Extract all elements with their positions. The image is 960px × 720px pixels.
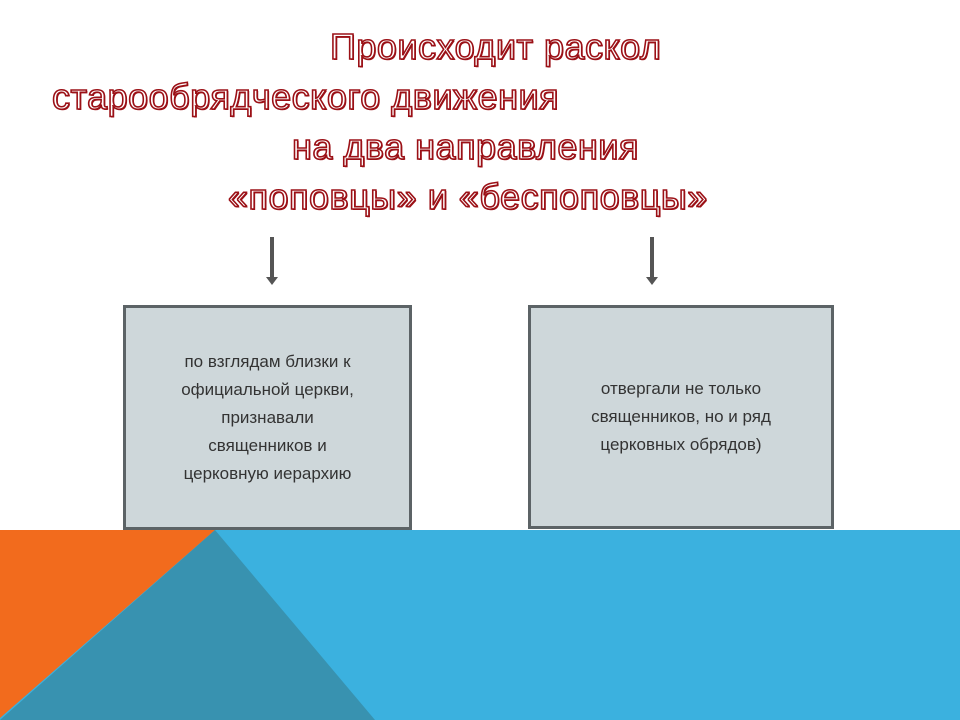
arrow-down-icon bbox=[266, 237, 278, 285]
box-text: отвергали не только bbox=[600, 379, 762, 398]
title-line-1: Происходит раскол bbox=[329, 25, 662, 68]
orange-triangle bbox=[0, 530, 215, 718]
box-text: священников и bbox=[208, 435, 327, 455]
box-text: священников, но и ряд bbox=[591, 407, 771, 426]
box-text: церковных обрядов) bbox=[600, 435, 762, 454]
title-line-4: «поповцы» и «беспоповцы» bbox=[227, 175, 708, 218]
box-text: признавали bbox=[221, 407, 314, 427]
title-line-3: на два направления bbox=[291, 125, 639, 168]
box-text: церковную иерархию bbox=[183, 463, 352, 483]
teal-triangle bbox=[0, 530, 375, 720]
box-text: по взглядам близки к bbox=[184, 351, 351, 371]
bespopovtsy-box: отвергали не только священников, но и ря… bbox=[528, 305, 834, 529]
box-text: официальной церкви, bbox=[181, 379, 354, 399]
arrow-down-icon bbox=[646, 237, 658, 285]
popovtsy-box: по взглядам близки к официальной церкви,… bbox=[123, 305, 412, 530]
title-line-2: старообрядческого движения bbox=[51, 75, 560, 118]
